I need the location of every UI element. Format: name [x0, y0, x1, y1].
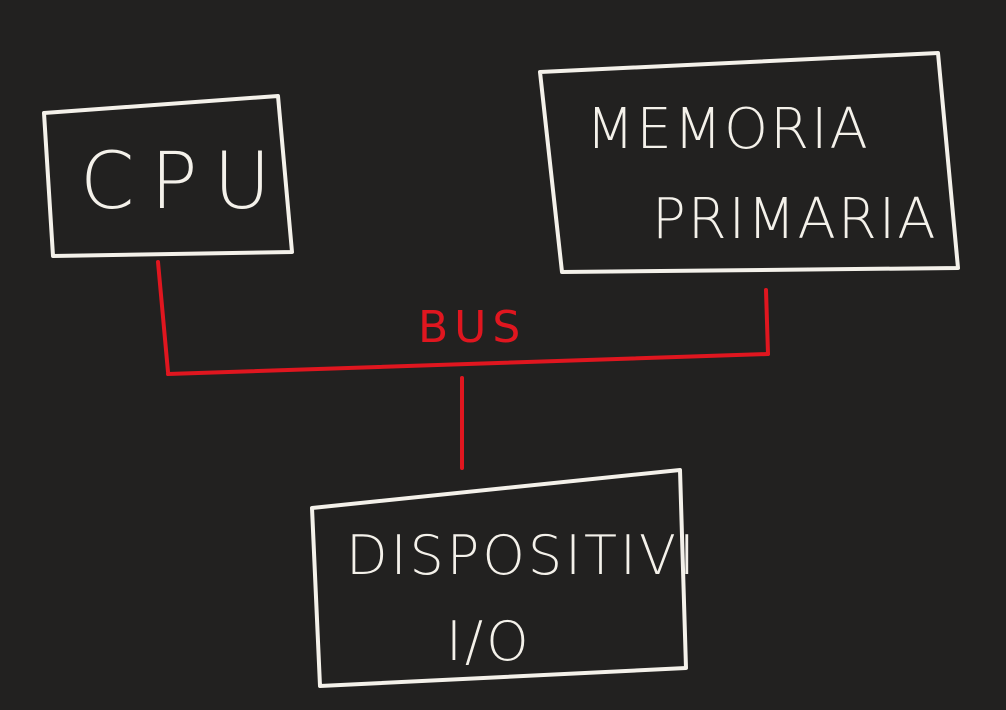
- bus-label: BUS: [418, 302, 526, 353]
- io-label-line1: DISPOSITIVI: [346, 524, 698, 587]
- bus-wire-cpu: [156, 260, 170, 374]
- bus-wire-memory: [764, 288, 770, 356]
- cpu-label: CPU: [80, 137, 287, 227]
- io-box: [310, 468, 688, 688]
- io-node: DISPOSITIVI I/O: [310, 468, 698, 688]
- cpu-node: CPU: [42, 94, 294, 258]
- memory-label-line1: MEMORIA: [586, 97, 870, 162]
- memory-node: MEMORIA PRIMARIA: [538, 51, 960, 274]
- cpu-box: [42, 94, 294, 258]
- io-label-line2: I/O: [446, 610, 532, 673]
- memory-box: [538, 51, 960, 274]
- bus-connector: BUS: [156, 260, 770, 470]
- bus-wire-main: [166, 352, 770, 376]
- memory-label-line2: PRIMARIA: [652, 187, 938, 252]
